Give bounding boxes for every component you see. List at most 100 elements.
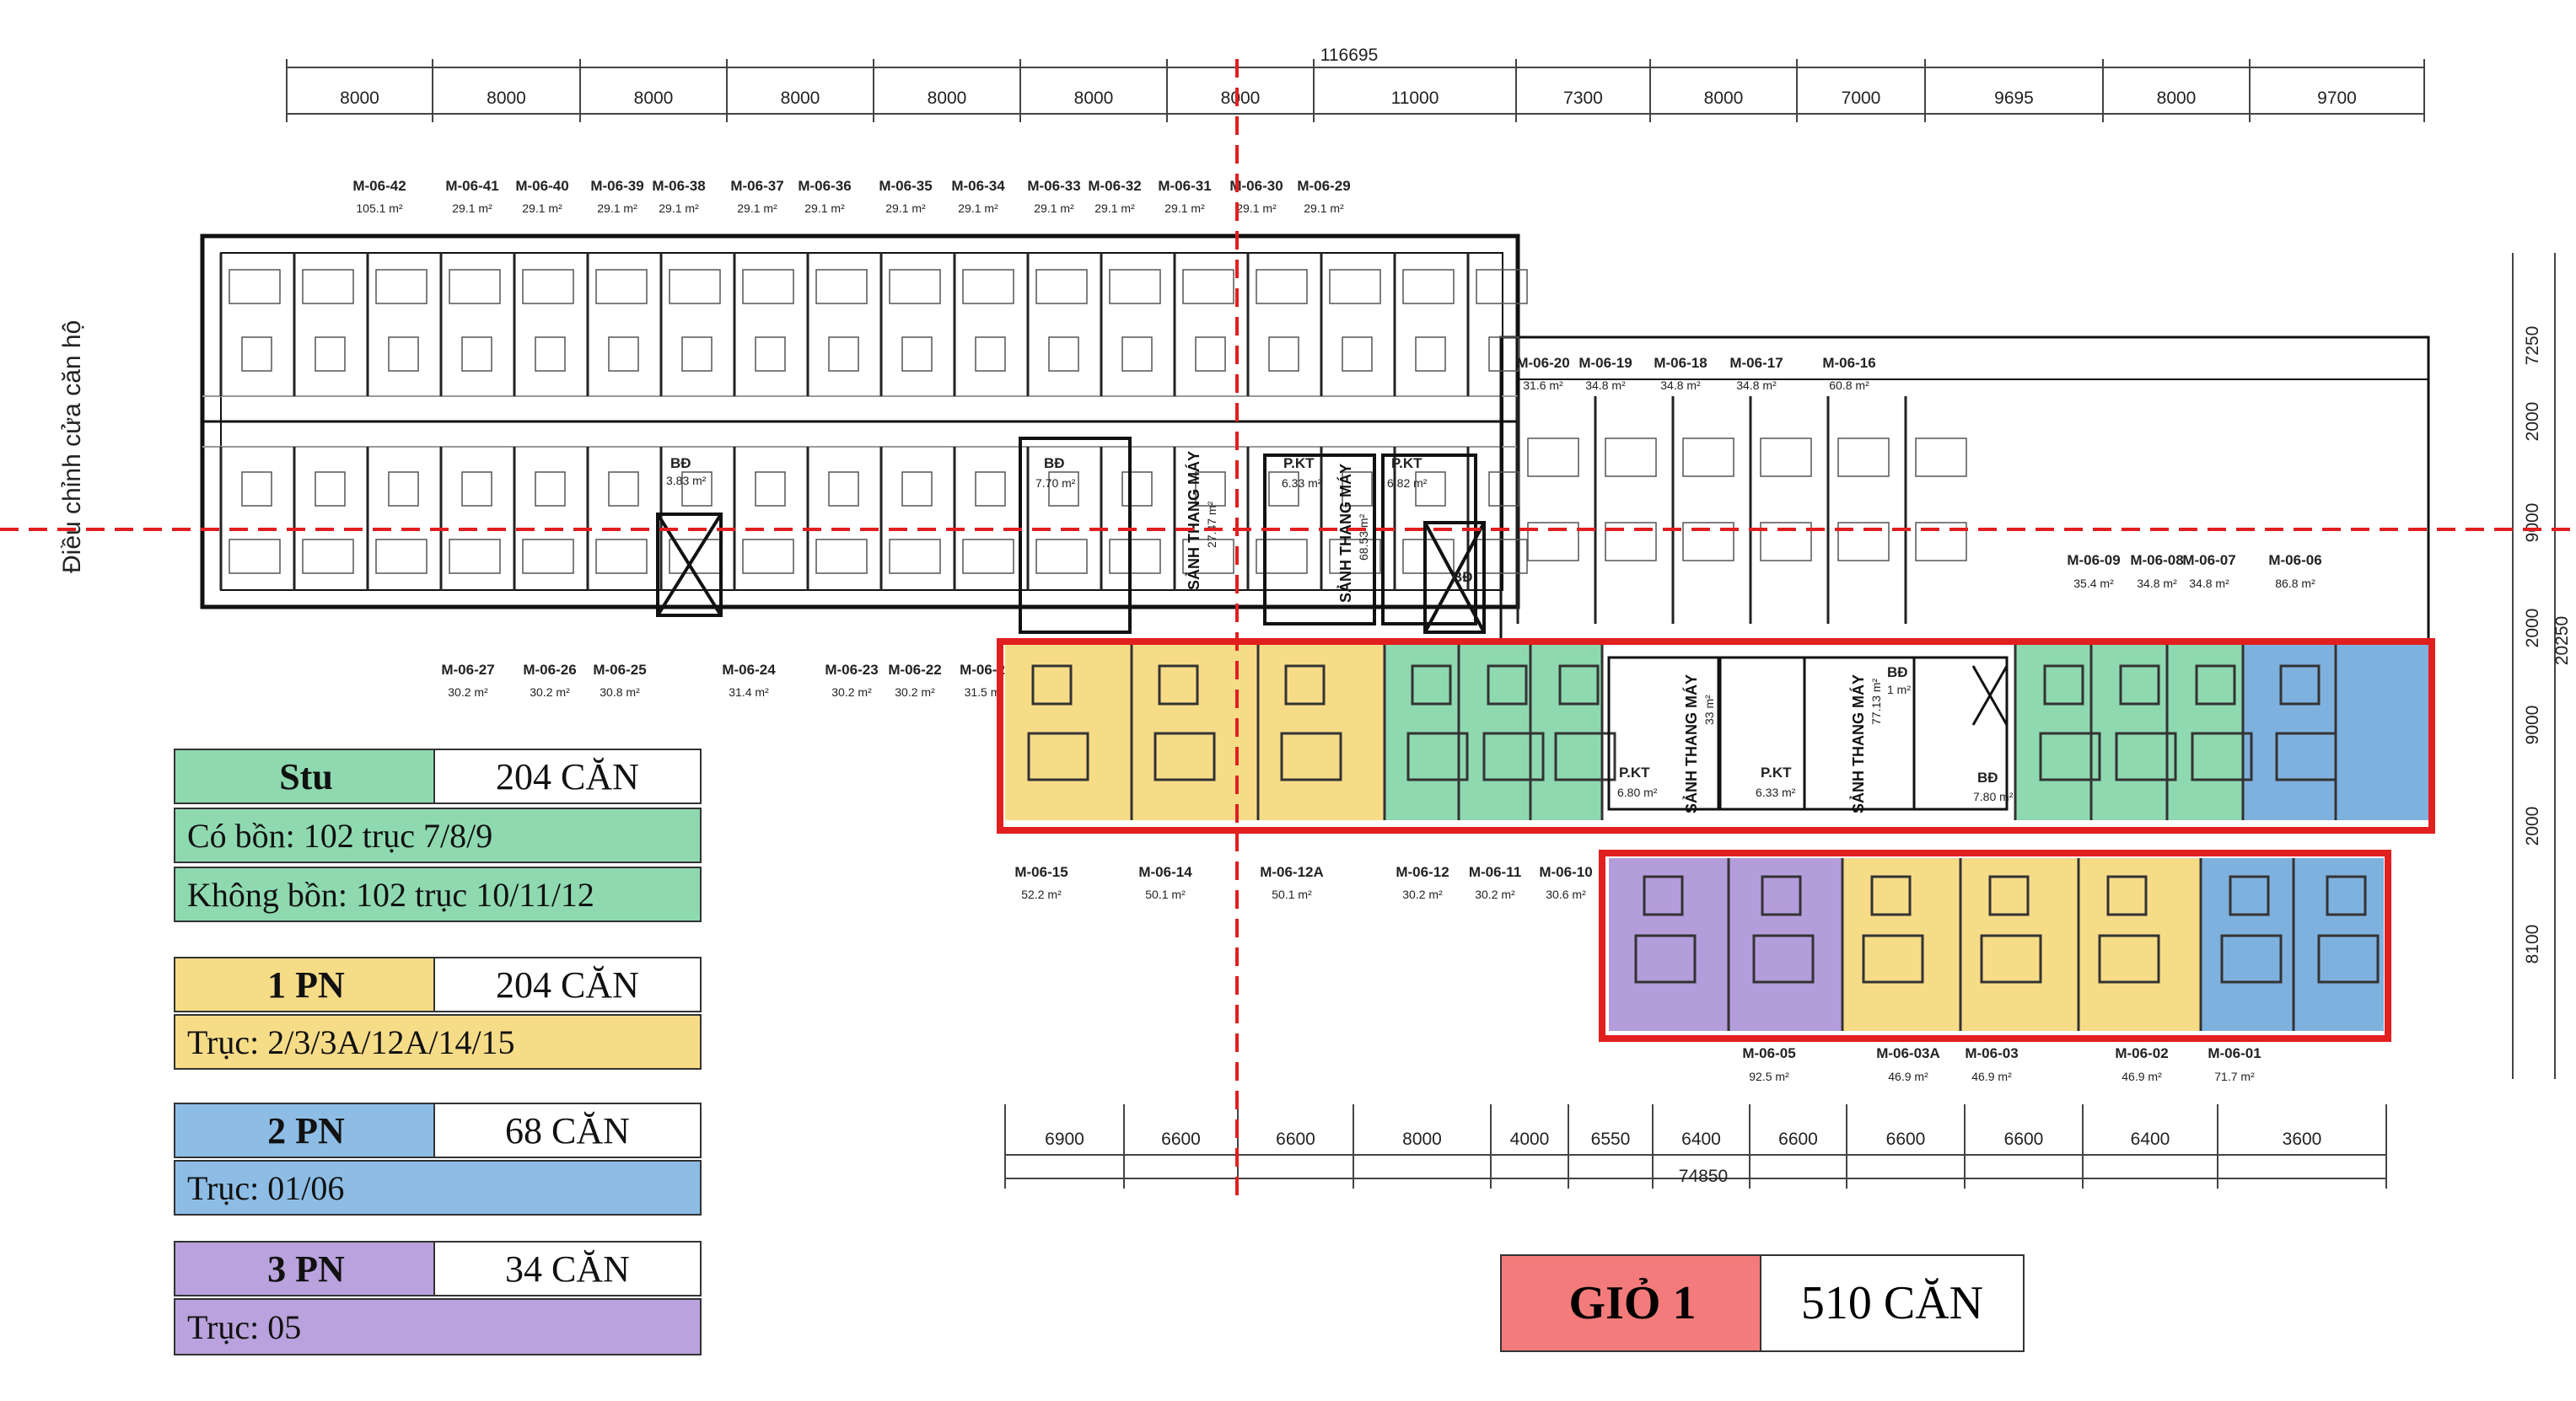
top-dim-label: 8000 [1074, 89, 1114, 108]
bed-symbol [1406, 732, 1469, 781]
legend-1pn: 1 PN 204 CĂN [174, 957, 702, 1012]
bed-symbol [2191, 732, 2253, 781]
bed-symbol [1482, 732, 1545, 781]
bottom-dim-label: 6600 [1778, 1130, 1818, 1149]
lobby-label-2: SẢNH THANG MÁY [1336, 464, 1354, 603]
unit-code: M-06-40 [515, 178, 568, 194]
unit-code: M-06-29 [1297, 178, 1350, 194]
unit-code: M-06-35 [879, 178, 932, 194]
unit-area: 29.1 m² [804, 201, 845, 215]
bath-symbol [755, 336, 786, 372]
unit-code: M-06-41 [445, 178, 498, 194]
upper-wing-outline [200, 234, 2430, 659]
bed-symbol [375, 539, 428, 574]
bath-symbol [1268, 471, 1299, 507]
legend-3pn-count: 34 CĂN [433, 1243, 700, 1295]
bed-symbol [1476, 269, 1528, 304]
lobby-label-3: SẢNH THANG MÁY [1682, 674, 1700, 813]
top-dim-label: 8000 [781, 89, 820, 108]
bed-symbol [1752, 934, 1815, 984]
bath-symbol [1048, 471, 1079, 507]
legend-2pn-line-1: Trục: 01/06 [174, 1160, 702, 1216]
bath-symbol [1761, 875, 1802, 916]
unit-code: M-06-32 [1088, 178, 1141, 194]
legend-2pn-count: 68 CĂN [433, 1104, 700, 1157]
unit-code: M-06-26 [523, 662, 576, 678]
bath-symbol [2043, 664, 2084, 706]
unit-area: 35.4 m² [2073, 577, 2114, 590]
unit-area: 30.2 m² [530, 685, 570, 699]
unit-code: M-06-31 [1158, 178, 1211, 194]
unit-code: M-06-36 [798, 178, 851, 194]
unit-code: M-06-12A [1260, 864, 1324, 880]
bottom-dim-label: 6400 [1681, 1130, 1721, 1149]
unit-area: 30.2 m² [831, 685, 872, 699]
unit-code: M-06-27 [441, 662, 494, 678]
unit-code: M-06-2 [960, 662, 1005, 678]
bottom-dim-label: 4000 [1510, 1130, 1550, 1149]
unit-area: 30.8 m² [600, 685, 640, 699]
lobby-label-4: SẢNH THANG MÁY [1849, 674, 1867, 813]
unit-code: M-06-05 [1742, 1045, 1795, 1061]
bed-symbol [302, 269, 354, 304]
unit-area: 29.1 m² [452, 201, 492, 215]
bath-symbol [461, 336, 492, 372]
bed-symbol [1915, 437, 1967, 477]
unit-code: M-06-11 [1469, 864, 1521, 880]
unit-area: 31.5 m [965, 685, 1001, 699]
bed-symbol [1154, 732, 1216, 781]
bath-symbol [1487, 664, 1528, 706]
bath-symbol [388, 336, 419, 372]
bed-symbol [1402, 539, 1455, 574]
legend-1pn-line-1: Trục: 2/3/3A/12A/14/15 [174, 1014, 702, 1070]
unit-area: 30.2 m² [895, 685, 935, 699]
lobby-label-1: SẢNH THANG MÁY [1185, 451, 1202, 590]
unit-area: 46.9 m² [1971, 1070, 2012, 1083]
unit-area: 30.2 m² [1475, 888, 1515, 901]
bed-symbol [1634, 934, 1697, 984]
unit-area: 86.8 m² [2275, 577, 2315, 590]
unit-code: M-06-23 [825, 662, 878, 678]
unit-area: 29.1 m² [1304, 201, 1344, 215]
bottom-dim-label: 6600 [1276, 1130, 1315, 1149]
bed-symbol [2098, 934, 2160, 984]
lobby-area-3: 33 m² [1702, 695, 1716, 725]
bed-symbol [2275, 732, 2337, 781]
right-dim-label: 8100 [2523, 925, 2542, 964]
bath-symbol [608, 471, 639, 507]
bed-symbol [1035, 539, 1088, 574]
unit-code: M-06-12 [1396, 864, 1449, 880]
bd-label-5: BĐ [1452, 569, 1473, 585]
bath-symbol [828, 336, 859, 372]
bath-symbol [755, 471, 786, 507]
total-count: 510 CĂN [1760, 1256, 2023, 1350]
bd-area-2: 7.70 m² [1035, 476, 1076, 490]
bd-area-1: 3.83 m² [666, 474, 707, 487]
total-box: GIỎ 1 510 CĂN [1500, 1254, 2025, 1352]
bath-symbol [1342, 336, 1373, 372]
bed-symbol [742, 539, 794, 574]
unit-area: 29.1 m² [958, 201, 998, 215]
total-top-dimension: 116695 [1320, 46, 1379, 65]
bath-symbol [1284, 664, 1326, 706]
top-dim-label: 9695 [1994, 89, 2034, 108]
legend-stu: Stu 204 CĂN [174, 749, 702, 804]
bath-symbol [1558, 664, 1600, 706]
bath-symbol [681, 471, 713, 507]
bath-symbol [901, 471, 933, 507]
bath-symbol [388, 471, 419, 507]
unit-area: 30.2 m² [1402, 888, 1443, 901]
pkt-area-1: 6.33 m² [1282, 476, 1322, 490]
bed-symbol [1329, 539, 1381, 574]
unit-area: 29.1 m² [522, 201, 562, 215]
unit-area: 71.7 m² [2214, 1070, 2255, 1083]
unit-area: 29.1 m² [885, 201, 926, 215]
bath-symbol [1988, 875, 2030, 916]
right-dim-label: 9000 [2523, 503, 2542, 543]
unit-area: 29.1 m² [737, 201, 777, 215]
total-bottom-dimension: 74850 [1679, 1167, 1728, 1186]
bed-symbol [449, 539, 501, 574]
bath-symbol [901, 336, 933, 372]
unit-area: 50.1 m² [1145, 888, 1186, 901]
